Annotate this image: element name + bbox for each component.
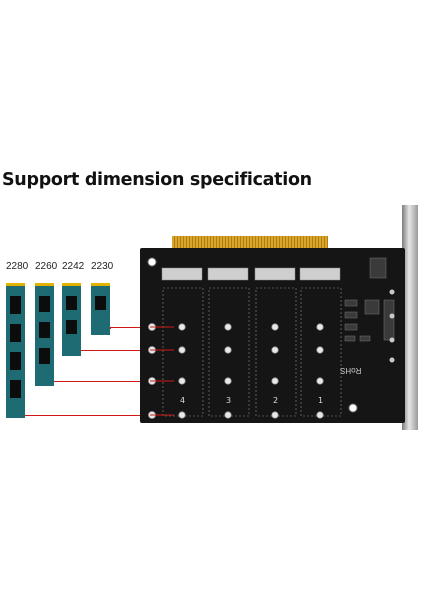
m2-connector-3: [207, 267, 249, 281]
line-2280: [25, 415, 150, 416]
headline: Support dimension specification: [2, 170, 312, 190]
line-2260: [54, 381, 150, 382]
line-2242: [81, 350, 150, 351]
slot-number-1: 1: [318, 396, 324, 405]
ssd-2242: [62, 283, 81, 356]
slot-number-3: 3: [226, 396, 232, 405]
slot-number-2: 2: [273, 396, 279, 405]
ssd-2280: [6, 283, 25, 418]
size-label-2242: 2242: [62, 261, 85, 272]
line-2230: [110, 327, 150, 328]
m2-connector-2: [254, 267, 296, 281]
rohs-mark: RoHS: [340, 366, 362, 375]
m2-connector-4: [161, 267, 203, 281]
size-label-2260: 2260: [35, 261, 58, 272]
ssd-2260: [35, 283, 54, 386]
chip-controller: [369, 257, 387, 279]
size-label-2230: 2230: [91, 261, 114, 272]
ssd-2230: [91, 283, 110, 335]
slot-number-4: 4: [180, 396, 186, 405]
gold-connector: [172, 236, 328, 250]
size-label-2280: 2280: [6, 261, 29, 272]
line-2230-tick: [110, 327, 111, 329]
m2-connector-1: [299, 267, 341, 281]
card-bracket: [402, 205, 418, 430]
